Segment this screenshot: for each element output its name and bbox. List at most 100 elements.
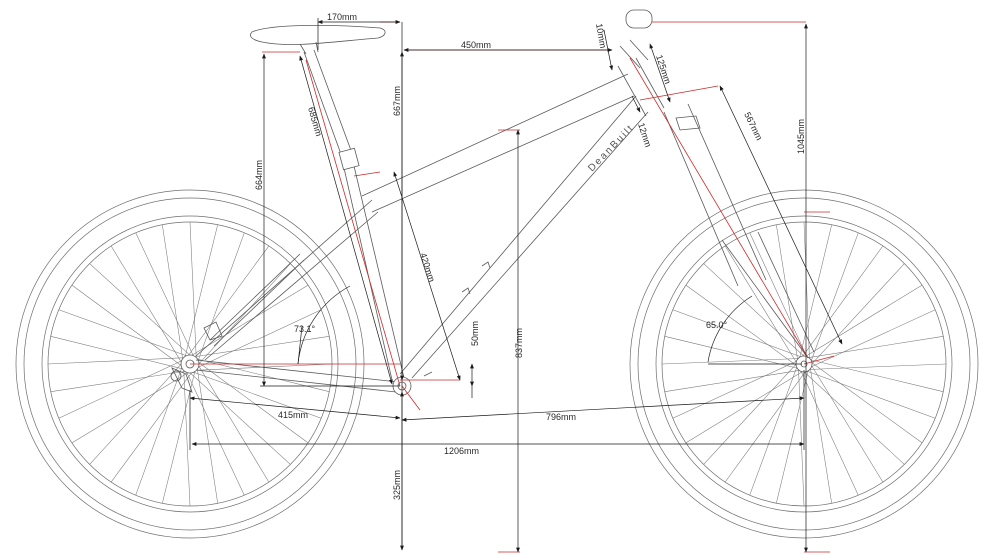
dimension-labels: 170mm 450mm 10mm 125mm 12mm 567mm 1045mm… xyxy=(254,12,806,500)
label-seat-tube: 420mm xyxy=(418,252,437,284)
frame-brand: DeanBuilt xyxy=(586,122,637,174)
wheel-spoke xyxy=(71,284,183,367)
bike-frame: DeanBuilt xyxy=(170,9,815,396)
handlebar-grip xyxy=(625,9,653,29)
wheel-spoke xyxy=(724,245,798,364)
wheel-spoke xyxy=(189,221,197,360)
label-seat-setback: 170mm xyxy=(327,12,357,22)
wheel-spoke xyxy=(685,284,798,367)
wheel-spoke xyxy=(810,232,859,363)
dim-seat-tube-top xyxy=(299,55,393,385)
wheel-spoke xyxy=(809,367,832,504)
dim-seat-tube xyxy=(393,171,461,381)
wheel-spoke xyxy=(187,245,270,357)
wheel-spoke xyxy=(810,361,923,444)
seat-tube xyxy=(343,165,405,381)
label-bb-height: 325mm xyxy=(392,470,402,500)
wheel-spoke xyxy=(197,263,291,366)
wheel-spoke xyxy=(185,370,245,496)
wheel-spoke xyxy=(809,359,944,392)
label-wheelbase: 1206mm xyxy=(444,446,479,456)
down-tube xyxy=(399,95,649,379)
wheel-spoke xyxy=(58,309,188,357)
wheel-spoke xyxy=(184,224,218,358)
wheel-spoke xyxy=(110,371,193,483)
wheel-spoke xyxy=(798,368,805,507)
label-stem-length: 125mm xyxy=(654,54,673,86)
label-seat-angle: 73.1° xyxy=(294,324,316,334)
wheel-spoke xyxy=(664,336,799,369)
wheel-spoke xyxy=(110,245,183,364)
rear-wheel-spokes xyxy=(47,221,333,507)
label-fork-length: 567mm xyxy=(742,110,764,141)
wheel-spoke xyxy=(804,284,923,358)
wheel-spoke xyxy=(193,336,330,358)
label-chainstay: 415mm xyxy=(278,410,308,420)
wheel-spoke xyxy=(803,221,810,360)
label-stem-spacer: 10mm xyxy=(594,23,608,49)
wheel-spoke xyxy=(89,263,192,357)
fork-legs xyxy=(721,231,815,359)
rear-dropout xyxy=(171,367,193,393)
label-headset-stack: 12mm xyxy=(636,122,653,149)
wheel-spoke xyxy=(664,369,801,392)
wheel-spoke xyxy=(71,371,190,444)
wheel-spoke xyxy=(135,232,195,358)
dim-headset-stack xyxy=(631,95,641,113)
dim-front-center xyxy=(401,396,805,422)
wheel-spoke xyxy=(58,359,184,419)
rear-wheel xyxy=(15,189,365,539)
wheel-spoke xyxy=(50,370,187,392)
seat-angle-arc xyxy=(297,285,351,365)
dim-stem-spacer xyxy=(603,29,614,71)
wheel-spoke xyxy=(196,367,218,504)
dim-fork-length xyxy=(719,85,843,345)
wheel-spoke xyxy=(685,370,804,444)
wheel-spoke xyxy=(672,309,803,358)
dimension-lines xyxy=(189,18,843,553)
wheel-spoke xyxy=(803,370,905,465)
label-handlebar-height: 1045mm xyxy=(796,119,806,154)
label-reach: 450mm xyxy=(461,40,491,50)
wheel-spoke xyxy=(50,336,184,370)
wheel-spoke xyxy=(724,370,807,483)
top-tube xyxy=(361,73,635,213)
wheel-spoke xyxy=(749,232,808,359)
wheel-spoke xyxy=(197,232,245,362)
wheel-spoke xyxy=(805,370,936,419)
wheel-spoke xyxy=(809,309,936,368)
ref-seat-axis xyxy=(305,59,401,387)
label-seat-tube-top: 685mm xyxy=(306,106,324,138)
dim-chainstay xyxy=(189,396,401,420)
wheel-spoke xyxy=(810,364,884,483)
label-front-center: 796mm xyxy=(546,412,576,422)
wheel-spoke xyxy=(183,368,191,507)
reference-lines xyxy=(190,21,835,553)
label-saddle-height: 664mm xyxy=(254,160,264,190)
wheel-spoke xyxy=(807,336,944,359)
chainstay xyxy=(195,359,399,393)
stem xyxy=(619,39,649,69)
head-tube xyxy=(617,57,665,117)
wheel-spoke xyxy=(190,284,309,357)
wheel-spoke xyxy=(808,363,947,370)
head-angle-arc xyxy=(707,295,753,363)
wheel-spoke xyxy=(672,360,799,419)
wheel-spoke xyxy=(89,362,183,465)
label-top-tube-height: 837mm xyxy=(514,328,524,358)
dim-stem-length xyxy=(649,43,671,103)
wheel-spoke xyxy=(776,369,809,504)
wheel-spoke xyxy=(801,245,884,358)
label-head-angle: 65.0° xyxy=(706,320,728,330)
label-seat-height: 667mm xyxy=(392,86,402,116)
wheel-spoke xyxy=(197,364,270,483)
wheel-spoke xyxy=(800,369,859,496)
wheel-spoke xyxy=(47,357,186,365)
seat-clamp xyxy=(338,147,360,171)
wheel-spoke xyxy=(661,358,800,365)
ref-steer-axis xyxy=(629,57,809,359)
wheel-spoke xyxy=(135,366,183,496)
label-bb-drop: 50mm xyxy=(470,321,480,346)
wheel-spoke xyxy=(810,263,905,365)
